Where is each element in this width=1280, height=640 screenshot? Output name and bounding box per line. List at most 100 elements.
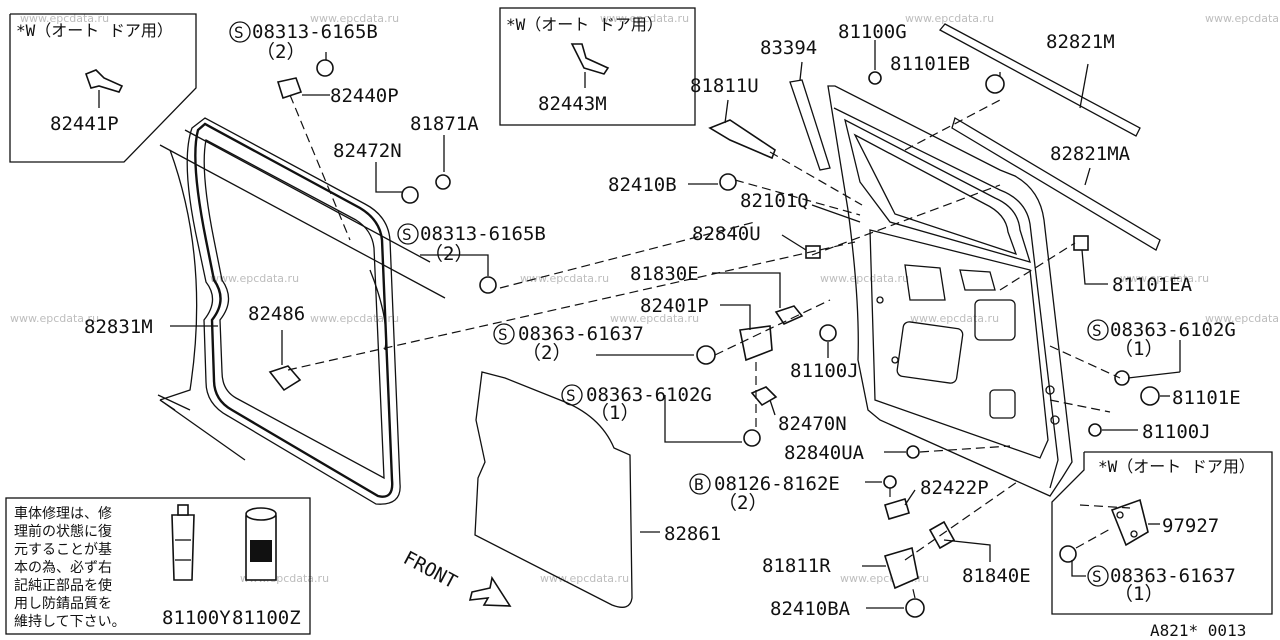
- watermark: www.epcdata.ru: [1205, 12, 1280, 25]
- svg-text:S: S: [1092, 321, 1102, 340]
- plug-81100J-b-shape: [1088, 423, 1102, 437]
- part-label-81100Y: 81100Y: [162, 607, 231, 629]
- clip-82441P-shape: [84, 69, 124, 93]
- part-labels: 08313-6165B （2） 82440P 81871A 82472N 083…: [84, 21, 1241, 620]
- bolt-08363-61637-b-shape: [1059, 545, 1077, 563]
- grommet-81101EB-shape: [985, 74, 1005, 94]
- part-label-81100J-a: 81100J: [790, 360, 859, 382]
- part-label-82441P: 82441P: [50, 113, 119, 135]
- part-label-81811R: 81811R: [762, 555, 831, 577]
- bolt-08363-6102G-r-shape: [1114, 370, 1130, 386]
- plug-81100J-a-shape: [819, 324, 837, 342]
- part-qty: （2）: [718, 492, 767, 514]
- part-label-82821M: 82821M: [1046, 31, 1115, 53]
- part-label-82470N: 82470N: [778, 413, 847, 435]
- part-label-08363-6102G-left: 08363-6102G: [586, 384, 712, 406]
- watermark: www.epcdata.ru: [610, 312, 699, 325]
- bracket-82486-shape: [268, 365, 302, 392]
- inset-title: *W（オート ドア用）: [506, 15, 663, 34]
- part-label-82861: 82861: [664, 523, 721, 545]
- bolt-08126-shape: [883, 475, 897, 489]
- part-label-97927: 97927: [1162, 515, 1219, 537]
- part-label-82443M: 82443M: [538, 93, 607, 115]
- body-outline: [157, 129, 446, 461]
- bolt-08313-top-shape: [316, 59, 334, 77]
- part-label-82840U: 82840U: [692, 223, 761, 245]
- note-line: 用し防錆品質を: [14, 595, 112, 612]
- part-label-08363-6102G-right: 08363-6102G: [1110, 319, 1236, 341]
- part-label-08126: 08126-8162E: [714, 473, 840, 495]
- bolt-08363-61637-shape: [696, 345, 716, 365]
- watermark: www.epcdata.ru: [310, 12, 399, 25]
- part-label-81811U: 81811U: [690, 75, 759, 97]
- leader-lines: [170, 40, 1181, 609]
- svg-text:S: S: [402, 225, 412, 244]
- part-label-83394: 83394: [760, 37, 817, 59]
- part-qty: （2）: [256, 41, 305, 63]
- part-label-82831M: 82831M: [84, 316, 153, 338]
- svg-text:S: S: [566, 386, 576, 405]
- small-parts: [268, 59, 1160, 618]
- part-label-82840UA: 82840UA: [784, 442, 865, 464]
- watermark: www.epcdata.ru: [540, 572, 629, 585]
- part-label-82410B: 82410B: [608, 174, 677, 196]
- part-qty: （2）: [522, 342, 571, 364]
- hinge-81811U-shape: [708, 119, 776, 160]
- note-line: 元することが基: [14, 541, 112, 558]
- watermarks: www.epcdata.ru www.epcdata.ru www.epcdat…: [10, 12, 1280, 585]
- part-label-08363-61637-right: 08363-61637: [1110, 565, 1236, 587]
- diagram-code: A821* 0013: [1150, 621, 1246, 640]
- sealant-tube-icon: [171, 514, 195, 581]
- part-label-82821MA: 82821MA: [1050, 143, 1131, 165]
- part-label-81101EA: 81101EA: [1112, 274, 1193, 296]
- grommet-82472N-shape: [401, 186, 419, 204]
- pad-82840UA-shape: [906, 445, 920, 459]
- part-qty: （1）: [1114, 338, 1163, 360]
- part-label-81100Z: 81100Z: [232, 607, 301, 629]
- watermark: www.epcdata.ru: [820, 272, 909, 285]
- part-label-08313-mid: 08313-6165B: [420, 223, 546, 245]
- part-qty: （1）: [1114, 583, 1163, 605]
- part-label-81100J-b: 81100J: [1142, 421, 1211, 443]
- note-line: 記純正部品を使: [14, 577, 112, 594]
- clip-82470N-shape: [750, 386, 778, 407]
- inset-title: *W（オート ドア用）: [16, 21, 173, 40]
- clip-81871A-shape: [435, 174, 451, 190]
- hinge-81811R-shape: [883, 546, 919, 590]
- plate-97927-shape: [1110, 498, 1149, 547]
- part-label-81840E: 81840E: [962, 565, 1031, 587]
- bumper-82410BA-shape: [905, 598, 925, 618]
- inset-title: *W（オート ドア用）: [1098, 457, 1255, 476]
- bolt-08313-mid-shape: [479, 276, 497, 294]
- plate-81830E-shape: [774, 305, 804, 326]
- repair-note-box: 車体修理は、修 理前の状態に復 元することが基 本の為、必ず右 記純正部品を使 …: [5, 497, 311, 635]
- part-label-82410BA: 82410BA: [770, 598, 851, 620]
- front-arrow-icon: [468, 575, 512, 607]
- part-label-81101EB: 81101EB: [890, 53, 970, 75]
- inset-auto-door-right: *W（オート ドア用）: [1051, 451, 1273, 615]
- part-label-81101E: 81101E: [1172, 387, 1241, 409]
- moulding-strips: [938, 23, 1161, 251]
- front-label: FRONT: [400, 547, 461, 593]
- watermark: www.epcdata.ru: [10, 312, 99, 325]
- watermark: www.epcdata.ru: [1205, 312, 1280, 325]
- part-qty: （2）: [424, 243, 473, 265]
- part-label-08363-61637: 08363-61637: [518, 323, 644, 345]
- seal-82861: [474, 371, 633, 608]
- part-qty: （1）: [590, 402, 639, 424]
- clip-82440P-shape: [276, 77, 303, 100]
- plug-81100G-shape: [868, 71, 882, 85]
- note-line: 維持して下さい。: [14, 614, 126, 630]
- svg-text:S: S: [234, 23, 244, 42]
- watermark: www.epcdata.ru: [1120, 272, 1209, 285]
- part-label-82401P: 82401P: [640, 295, 709, 317]
- bolt-type-circles: S S S S S B S: [229, 21, 1109, 587]
- part-label-82486: 82486: [248, 303, 305, 325]
- part-label-81871A: 81871A: [410, 113, 479, 135]
- note-line: 車体修理は、修: [14, 505, 112, 522]
- svg-text:S: S: [1092, 567, 1102, 586]
- part-label-82472N: 82472N: [333, 140, 402, 162]
- watermark: www.epcdata.ru: [910, 312, 999, 325]
- bumper-82410B-shape: [719, 173, 737, 191]
